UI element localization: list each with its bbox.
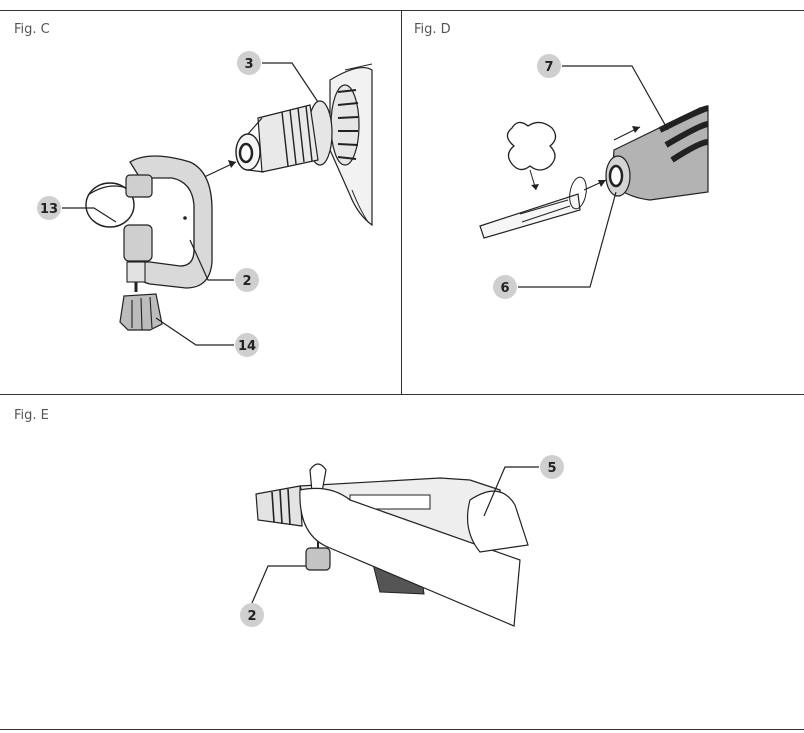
fig-c-side-handle [85,155,213,331]
callout-e-2: 2 [247,609,256,624]
callout-c-14: 14 [238,339,256,354]
top-rule [0,10,804,11]
bottom-rule [0,729,804,730]
fig-d-label: Fig. D [414,22,451,37]
callout-d-7: 7 [544,60,553,75]
callout-c-2-bubble [235,268,259,292]
fig-e-label: Fig. E [14,408,49,423]
callout-c-3-bubble [237,51,261,75]
callout-e-2-bubble [240,603,264,627]
callout-e-5-bubble [540,455,564,479]
callout-c-2: 2 [242,274,251,289]
callout-d-7-bubble [537,54,561,78]
callout-c-14-bubble [235,333,259,357]
fig-e-drill-in-hands [255,463,529,627]
callout-c-3: 3 [244,57,253,72]
callout-d-6-bubble [493,275,517,299]
middle-rule [0,394,804,395]
fig-c-drill-nose [235,63,373,227]
vertical-divider [401,10,402,394]
callout-c-13-bubble [37,196,61,220]
callout-d-6: 6 [500,281,509,296]
fig-c-label: Fig. C [14,22,50,37]
callout-c-13: 13 [40,202,58,217]
callouts: 3 13 2 14 7 6 5 2 [37,51,669,627]
fig-d-chuck [605,105,709,201]
callout-e-5: 5 [547,461,556,476]
fig-d-bit [479,121,607,239]
